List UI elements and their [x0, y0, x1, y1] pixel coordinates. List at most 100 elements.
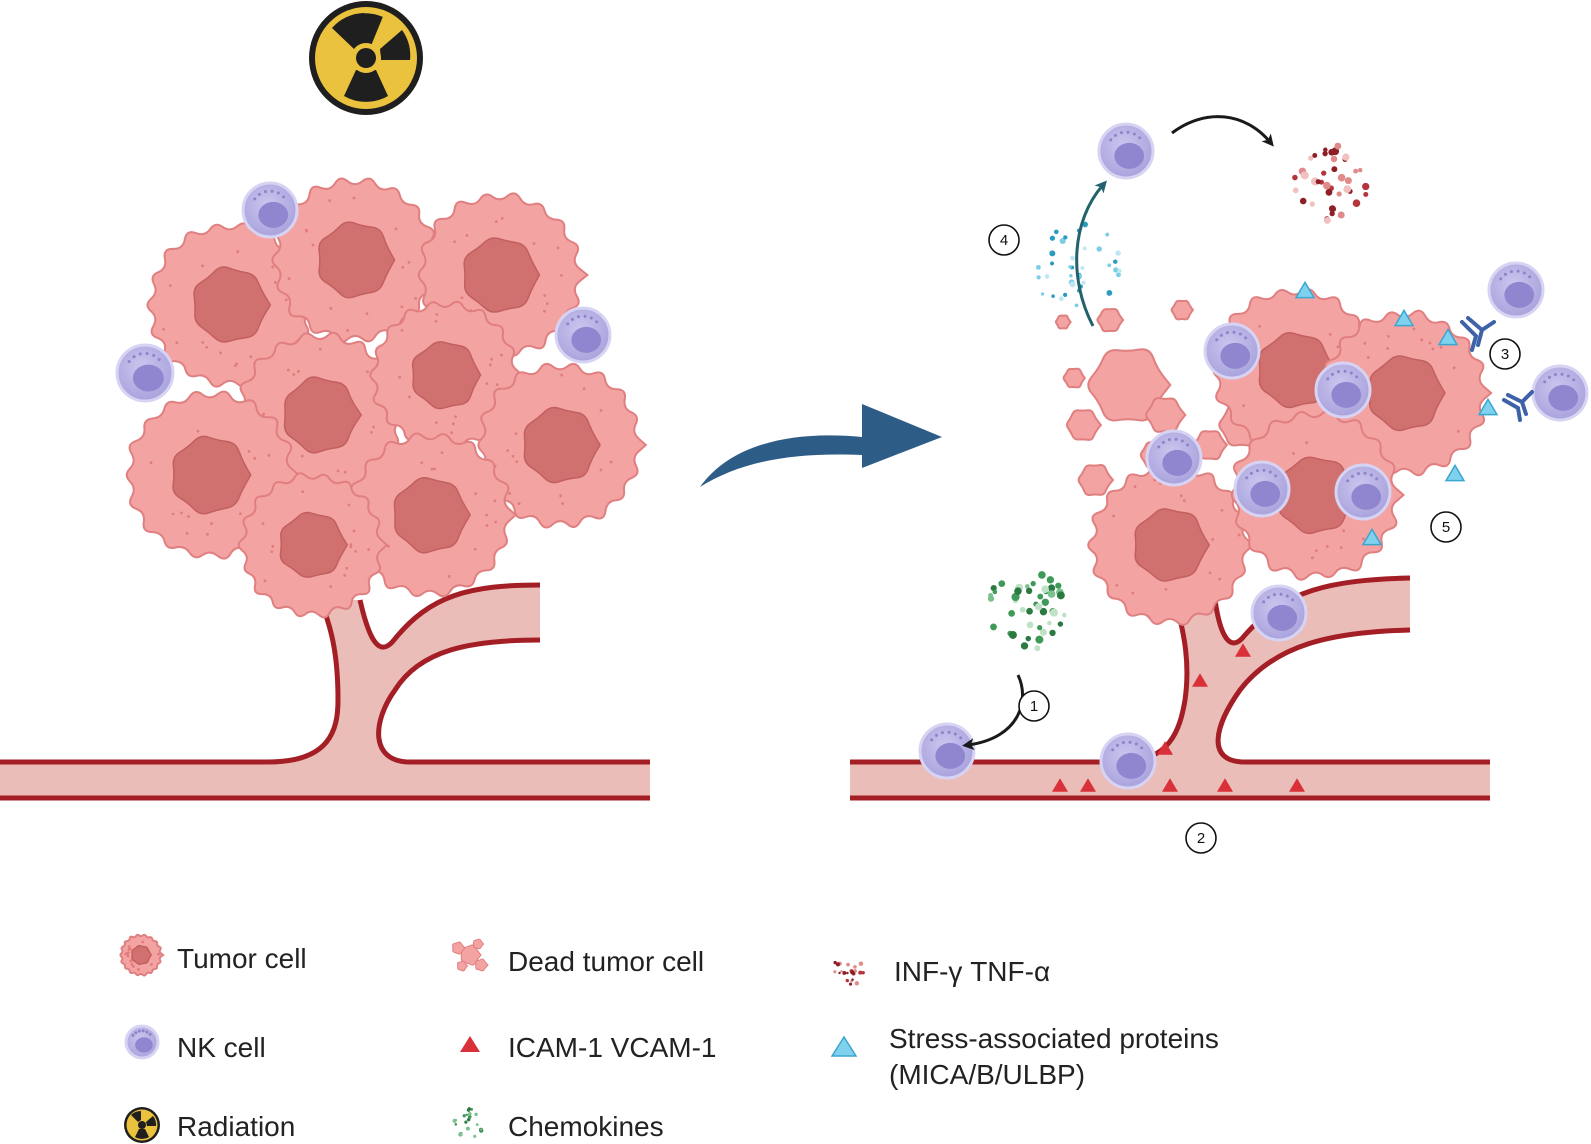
particle [1034, 645, 1041, 652]
particle [1020, 642, 1029, 650]
particle [1069, 274, 1073, 278]
particle [1300, 171, 1309, 180]
marker [1162, 778, 1178, 792]
particle [1337, 211, 1345, 219]
arrow-secretion-up [1075, 180, 1107, 327]
particle [1321, 170, 1327, 176]
particle [1323, 216, 1331, 224]
tumor-cell [477, 362, 648, 529]
marker [1294, 280, 1316, 299]
nk-cell [1233, 460, 1291, 518]
adhesion-markers [1052, 643, 1305, 792]
marker [1477, 397, 1499, 416]
particle [1352, 199, 1361, 207]
tumor-cell [237, 472, 389, 619]
particle [988, 592, 994, 598]
particle [1053, 229, 1059, 235]
particle [1080, 266, 1085, 271]
particle [1117, 268, 1122, 273]
particle [1063, 235, 1068, 240]
marker [1157, 741, 1173, 755]
particle [467, 1118, 471, 1122]
svg-text:2: 2 [1197, 830, 1205, 847]
blood-vessel-left [0, 582, 650, 801]
legend-cytokines-label: INF-γ TNF-α [894, 956, 1051, 987]
particle [1047, 584, 1056, 592]
particle [474, 1112, 478, 1117]
particle [1106, 290, 1113, 296]
dead-fragment [1170, 299, 1195, 321]
particle [454, 1123, 458, 1126]
particle [1061, 612, 1067, 618]
marker [1437, 327, 1459, 346]
particle [1039, 628, 1047, 636]
particle [1038, 571, 1046, 579]
svg-text:1: 1 [1030, 698, 1038, 715]
particle [1115, 250, 1121, 256]
antibody-icon [1460, 316, 1534, 422]
nk-cell [1250, 584, 1308, 642]
cytokine-icon [833, 960, 865, 986]
nk-cell [918, 722, 976, 780]
legend [119, 933, 865, 1143]
legend-adhesion-label: ICAM-1 VCAM-1 [508, 1032, 717, 1063]
particle [1096, 246, 1102, 252]
legend-stress-label-line2: (MICA/B/ULBP) [889, 1059, 1086, 1090]
particle [1039, 607, 1048, 616]
tumor-cluster-left [125, 177, 648, 619]
dead-tumor-cell-icon [452, 938, 489, 972]
particle [1046, 576, 1055, 584]
nk-cells-left [115, 181, 612, 403]
nk-cell [115, 343, 175, 403]
particle [849, 982, 853, 986]
particle [1113, 259, 1118, 264]
particle [1047, 590, 1056, 598]
dead-fragment [1066, 409, 1103, 441]
nk-cell [1487, 261, 1545, 319]
particle [1353, 168, 1359, 174]
particle [840, 970, 843, 973]
step-3-marker: 3 [1489, 338, 1521, 370]
particle [1036, 275, 1041, 280]
particle [858, 961, 864, 966]
particle [1008, 610, 1015, 617]
particle [1026, 607, 1033, 615]
particle [1334, 142, 1342, 150]
particle [1070, 255, 1075, 261]
particle [1059, 237, 1066, 245]
particle [1105, 232, 1110, 237]
particle [1014, 587, 1022, 595]
particle [468, 1111, 472, 1116]
particle [473, 1134, 477, 1138]
nk-cell [124, 1024, 160, 1060]
nk-cell [1334, 463, 1392, 521]
particle [851, 978, 854, 981]
particle [1057, 621, 1064, 627]
svg-text:3: 3 [1501, 346, 1509, 363]
marker [1052, 778, 1068, 792]
particle [1081, 280, 1086, 285]
particle [1049, 235, 1056, 241]
stress-protein-markers [1294, 280, 1499, 546]
particle [479, 1128, 483, 1131]
particle [833, 970, 837, 974]
particle [1107, 263, 1112, 268]
transition-arrow [700, 404, 942, 487]
particle [990, 585, 997, 592]
right-panel: 1 2 3 4 5 [850, 115, 1589, 854]
particle [1331, 166, 1338, 173]
radiation-icon [309, 1, 423, 115]
particle [1357, 167, 1363, 173]
particle [465, 1126, 470, 1131]
adhesion-marker-icon [460, 1036, 480, 1052]
particle [1362, 182, 1370, 191]
particle [990, 623, 997, 631]
legend-nk-cell-label: NK cell [177, 1032, 266, 1063]
particle [1049, 250, 1056, 257]
dead-fragment [1096, 307, 1125, 333]
legend-chemokines-label: Chemokines [508, 1111, 664, 1142]
particle [1026, 621, 1034, 629]
particle [1058, 296, 1064, 302]
particle [1044, 274, 1050, 279]
